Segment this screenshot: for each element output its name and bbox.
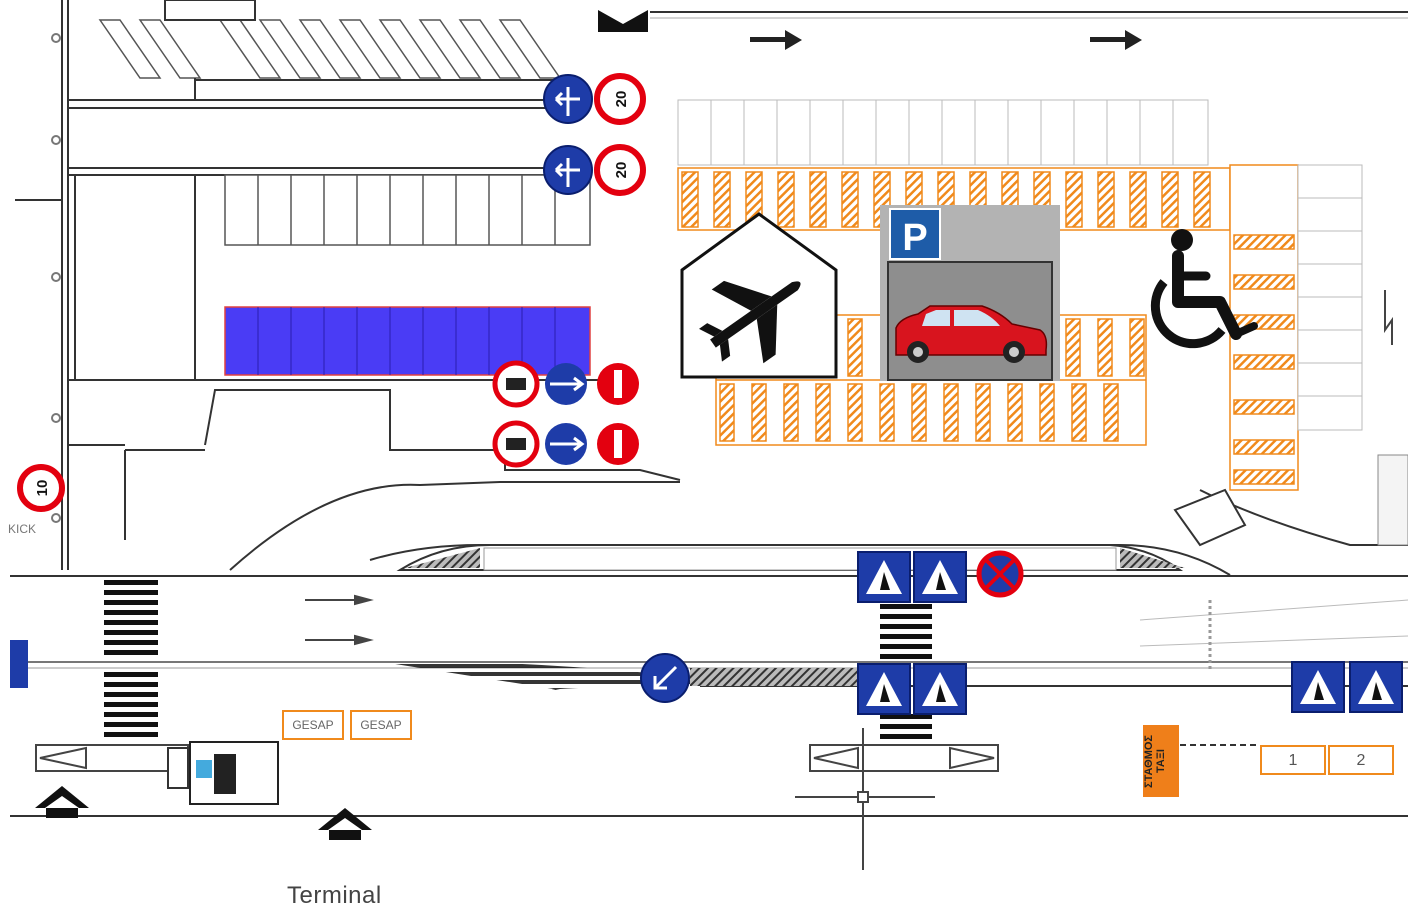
small-bollards [51, 33, 61, 523]
white-parking-right [1297, 164, 1363, 431]
left-edge-sign [10, 640, 28, 688]
terminal-label: Terminal [287, 882, 382, 909]
gesap-slot-2: GESAP [350, 710, 412, 740]
home-arrow-icon [35, 786, 372, 840]
keep-left-diagonal-sign-icon [640, 653, 690, 703]
speed-limit-value: 20 [613, 91, 630, 108]
svg-text:20: 20 [613, 162, 630, 179]
parking-letter: P [902, 217, 927, 259]
reserved-slot-2: 2 [1328, 745, 1394, 775]
wheelchair-icon[interactable] [1150, 229, 1258, 349]
taxi-stand-label: ΣΤΑΘΜΟΣ ΤΑΞΙ [1143, 734, 1167, 788]
bus-stop-sign [167, 741, 279, 805]
car-icon [895, 305, 1048, 363]
parking-bays-left [224, 174, 591, 246]
airport-terminal-icon[interactable] [680, 212, 838, 382]
arrow-right-icon [750, 30, 1142, 50]
reserved-slot-1: 1 [1260, 745, 1326, 775]
pedestrian-crossing-sign-icon [857, 551, 1403, 715]
traffic-island [396, 544, 1185, 571]
blue-parking-zone [224, 306, 591, 376]
gesap-slot-1: GESAP [282, 710, 344, 740]
kick-label: KICK [8, 522, 37, 536]
keep-left-sign-icon [543, 74, 593, 195]
bottom-islands [35, 728, 999, 870]
taxi-stand-sign [1143, 725, 1179, 797]
diagonal-parking-top [98, 19, 562, 79]
white-parking-top [677, 99, 1209, 166]
info-board-edge [1377, 454, 1408, 546]
lane-arrows [305, 594, 374, 646]
svg-text:10: 10 [34, 480, 51, 497]
pedestrian-crossing [104, 580, 932, 739]
parking-garage-icon[interactable]: P [880, 205, 1060, 381]
sign-cluster-upper [492, 360, 639, 468]
speed-limit-sign-icon: 20 20 10 [17, 73, 646, 512]
hatched-parking-column-right [1229, 164, 1299, 491]
